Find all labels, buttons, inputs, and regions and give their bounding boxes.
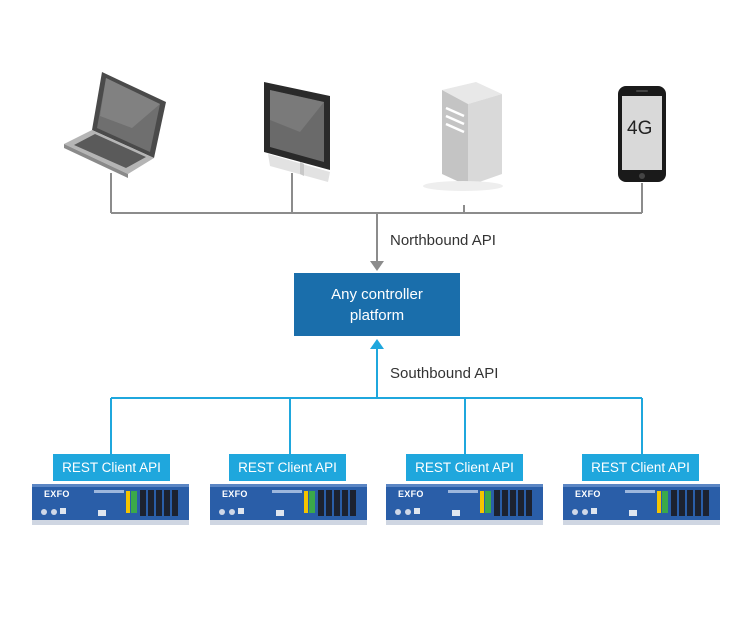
controller-line1: Any controller bbox=[331, 285, 423, 303]
southbound-arrow bbox=[370, 339, 384, 349]
phone-network-label: 4G bbox=[627, 118, 653, 139]
smartphone-icon bbox=[618, 86, 666, 182]
laptop-icon bbox=[64, 72, 166, 178]
exfo-logo: EXFO bbox=[575, 489, 601, 499]
northbound-api-label: Northbound API bbox=[390, 232, 496, 249]
rack-unit-icon bbox=[210, 484, 367, 525]
exfo-device: EXFO bbox=[32, 482, 189, 527]
southbound-bus bbox=[110, 348, 643, 454]
exfo-device: EXFO bbox=[210, 482, 367, 527]
exfo-device: EXFO bbox=[563, 482, 720, 527]
server-icon bbox=[423, 82, 503, 191]
controller-platform-box: Any controller platform bbox=[294, 273, 460, 336]
exfo-device: EXFO bbox=[386, 482, 543, 527]
rest-client-label: REST Client API bbox=[229, 454, 346, 481]
rest-client-label: REST Client API bbox=[406, 454, 523, 481]
monitor-icon bbox=[264, 82, 330, 182]
exfo-logo: EXFO bbox=[44, 489, 70, 499]
controller-line2: platform bbox=[349, 306, 405, 324]
rest-client-label: REST Client API bbox=[582, 454, 699, 481]
northbound-bus bbox=[110, 173, 643, 262]
rest-client-label: REST Client API bbox=[53, 454, 170, 481]
northbound-arrow bbox=[370, 261, 384, 271]
rack-unit-icon bbox=[386, 484, 543, 525]
rack-unit-icon bbox=[32, 484, 189, 525]
rack-unit-icon bbox=[563, 484, 720, 525]
exfo-logo: EXFO bbox=[398, 489, 424, 499]
southbound-api-label: Southbound API bbox=[390, 365, 499, 382]
exfo-logo: EXFO bbox=[222, 489, 248, 499]
